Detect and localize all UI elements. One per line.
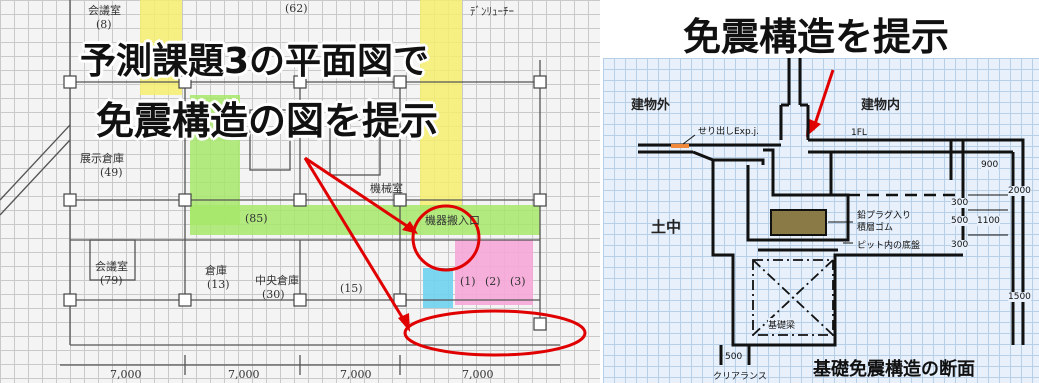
room-label-top-left: 会議室 [88, 4, 121, 17]
label-bearing-line1: 鉛プラグ入り [857, 211, 912, 221]
label-inside: 建物内 [861, 98, 901, 113]
room-number-small-b: (2) [485, 275, 501, 288]
label-foundation-beam: 基礎梁 [768, 318, 796, 331]
pink-highlight [455, 240, 533, 305]
room-label-mid-center: 機械室 [370, 182, 403, 195]
room-number-small-a: (1) [460, 275, 476, 288]
section-grid [603, 58, 1039, 383]
label-clearance-value: 500 [725, 352, 743, 362]
room-label-lower-b: (13) [207, 278, 230, 291]
room-number-top-mid: (62) [285, 2, 308, 15]
dim-2000: 2000 [1008, 186, 1031, 196]
headline-line-1: 予測課題3の平面図で [80, 41, 430, 82]
room-label-top-right: ﾃﾞﾝﾘｭｰﾁｰ [470, 5, 514, 18]
section-caption: 基礎免震構造の断面 [813, 359, 975, 380]
bottom-dimension-4: 7,000 [462, 368, 494, 381]
room-number-small-c: (3) [510, 275, 526, 288]
yellow-highlight-left [140, 0, 182, 95]
floor-plan-lines [0, 0, 587, 375]
headline-line-2: 免震構造の図を提示 [96, 99, 439, 143]
room-label-mid-left: 展示倉庫 [80, 152, 124, 165]
label-soil: 土中 [651, 218, 682, 236]
label-outside: 建物外 [631, 98, 671, 113]
green-highlight-corridor [190, 205, 540, 235]
room-label-lower-c: 中央倉庫 [255, 274, 299, 287]
dim-1100: 1100 [977, 216, 1000, 226]
room-number-mid-left: (49) [100, 166, 123, 179]
label-1fl: 1FL [851, 128, 867, 138]
room-number-top-left: (8) [96, 18, 112, 31]
dim-300-top: 300 [951, 198, 969, 208]
cyan-highlight [423, 268, 453, 308]
room-label-corridor: (85) [245, 212, 268, 225]
room-number-lower-left: (79) [100, 274, 123, 287]
dim-1500: 1500 [1008, 292, 1031, 302]
label-bearing-line2: 積層ゴム [857, 223, 894, 233]
label-pit-floor: ピット内の底盤 [857, 241, 921, 251]
section-diagram-panel: 免震構造を提示 [603, 0, 1039, 383]
bottom-dimension-3: 7,000 [340, 368, 372, 381]
room-label-corridor2: 機器搬入口 [425, 214, 480, 227]
room-number-lower-d: (15) [340, 282, 363, 295]
label-clearance: クリアランス [713, 372, 767, 382]
bottom-dimension-2: 7,000 [228, 368, 260, 381]
floor-plan-panel: 会議室 (8) (62) ﾃﾞﾝﾘｭｰﾁｰ 展示倉庫 (49) 機械室 (85)… [0, 0, 600, 383]
label-exp-joint: せり出しExp.j. [698, 127, 759, 137]
panel-divider [600, 0, 603, 383]
section-drawing [638, 58, 1025, 365]
yellow-highlight-right [420, 0, 462, 210]
room-label-lower-left: 会議室 [95, 260, 128, 273]
green-highlight-vertical [190, 95, 240, 225]
section-title: 免震構造を提示 [683, 15, 950, 59]
room-label-lower-a: 倉庫 [205, 264, 227, 277]
dim-300-bottom: 300 [951, 240, 969, 250]
dim-900: 900 [981, 160, 999, 170]
bottom-dimension-1: 7,000 [110, 368, 142, 381]
room-number-lower-c: (30) [262, 288, 285, 301]
dim-500: 500 [951, 216, 969, 226]
